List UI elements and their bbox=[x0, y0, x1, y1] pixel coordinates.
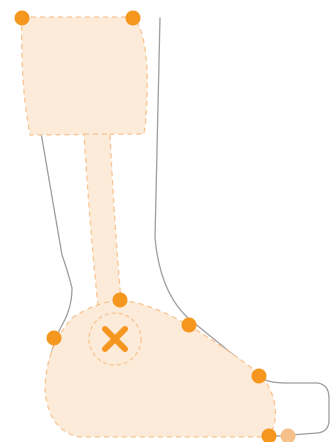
foot-shell-region[interactable] bbox=[45, 300, 275, 437]
brace-overlay bbox=[22, 17, 276, 437]
handle-thigh-top-right[interactable] bbox=[126, 11, 141, 26]
brace-strut-region[interactable] bbox=[84, 134, 121, 306]
handle-forefoot[interactable] bbox=[252, 369, 267, 384]
handle-heel-back[interactable] bbox=[47, 331, 62, 346]
thigh-cuff-region[interactable] bbox=[22, 17, 148, 135]
handle-toe-tip[interactable] bbox=[281, 429, 296, 442]
handle-instep[interactable] bbox=[182, 318, 197, 333]
handle-strut-bottom[interactable] bbox=[113, 293, 128, 308]
handle-thigh-top-left[interactable] bbox=[15, 11, 30, 26]
